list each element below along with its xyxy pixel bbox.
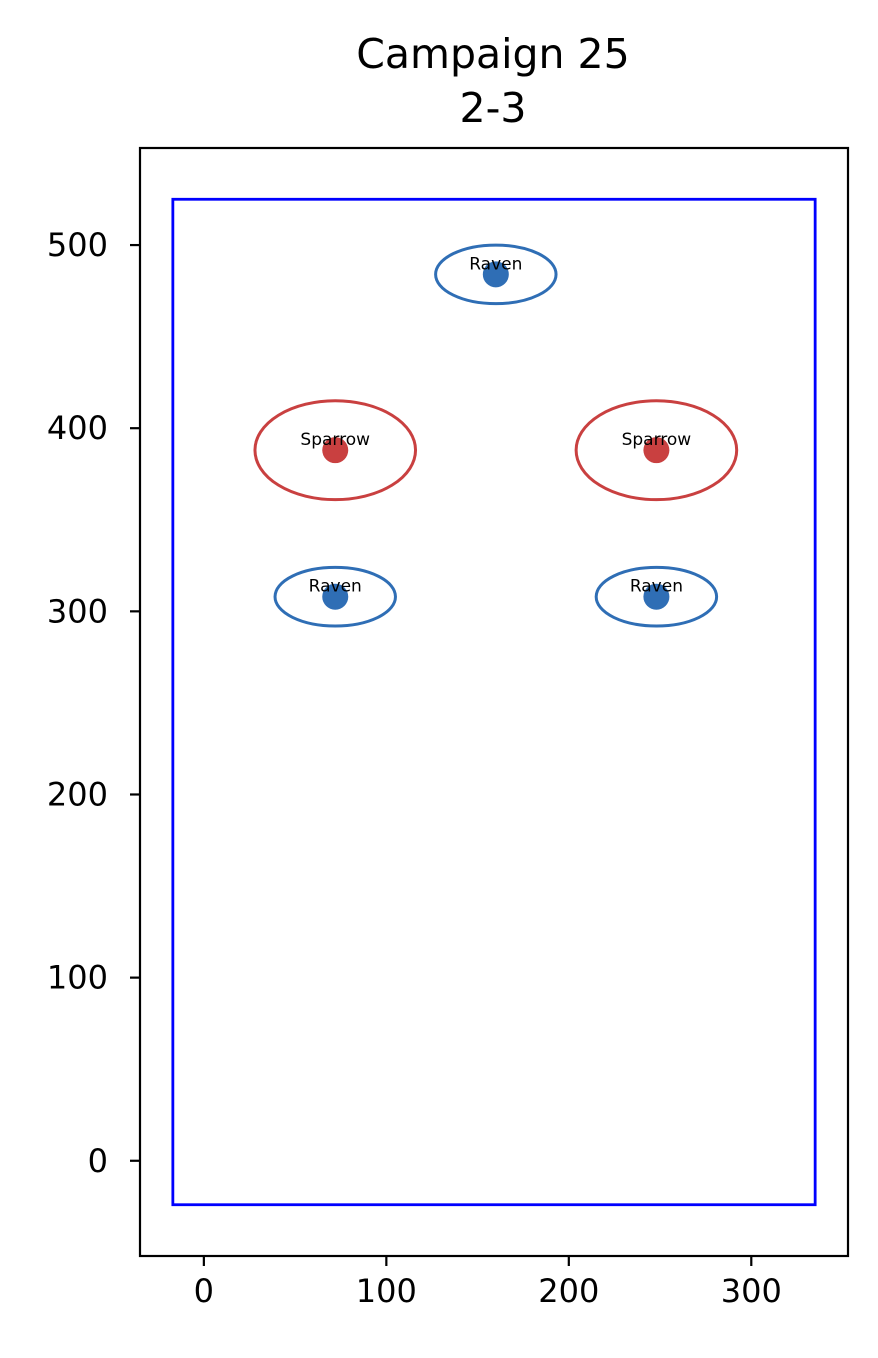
chart-title: Campaign 25: [356, 30, 629, 78]
y-tick-label: 400: [47, 409, 108, 447]
point-label: Raven: [630, 577, 683, 597]
data-point-group: Raven: [594, 565, 719, 628]
point-ellipse: [574, 399, 739, 502]
x-tick-label: 0: [194, 1272, 214, 1310]
data-point: [482, 261, 509, 288]
y-tick-label: 200: [47, 775, 108, 813]
point-ellipse: [253, 399, 418, 502]
boundary-rect: [171, 197, 817, 1207]
plot-frame: [138, 146, 850, 1258]
data-point: [322, 437, 349, 464]
data-point: [643, 583, 670, 610]
y-tick-label: 100: [47, 959, 108, 997]
point-label: Raven: [309, 577, 362, 597]
point-ellipse: [594, 565, 719, 628]
data-point-group: Sparrow: [574, 399, 739, 502]
data-point-group: Raven: [434, 243, 558, 306]
point-label: Raven: [469, 254, 522, 274]
y-tick-label: 0: [88, 1142, 108, 1180]
x-tick-label: 300: [721, 1272, 782, 1310]
chart-subtitle: 2-3: [460, 84, 527, 132]
data-point: [643, 437, 670, 464]
point-ellipse: [273, 565, 397, 628]
y-tick-label: 300: [47, 592, 108, 630]
point-label: Sparrow: [622, 430, 692, 450]
data-point-group: Raven: [273, 565, 397, 628]
point-ellipse: [434, 243, 558, 306]
data-point-group: Sparrow: [253, 399, 418, 502]
point-label: Sparrow: [300, 430, 370, 450]
x-tick-label: 200: [538, 1272, 599, 1310]
y-tick-label: 500: [47, 226, 108, 264]
data-point: [322, 583, 349, 610]
x-tick-label: 100: [356, 1272, 417, 1310]
